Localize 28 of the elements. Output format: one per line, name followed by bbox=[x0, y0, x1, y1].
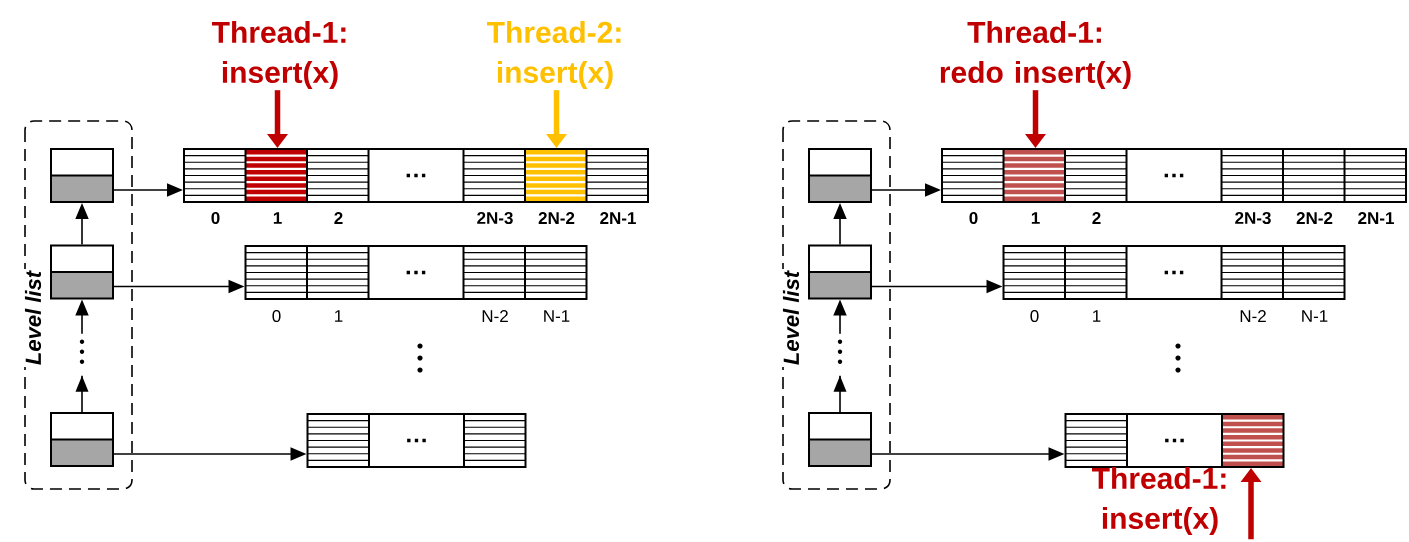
level-entry-box bbox=[808, 412, 872, 467]
index-label: 2N-3 bbox=[1235, 211, 1271, 225]
level-entry-box bbox=[50, 148, 114, 203]
index-label: 2N-1 bbox=[1358, 212, 1394, 224]
index-label: 2N-2 bbox=[1296, 212, 1333, 224]
slot-array: … bbox=[1064, 413, 1285, 468]
index-label: 2 bbox=[334, 212, 343, 224]
index-label: 0 bbox=[969, 212, 978, 225]
slot-array: … bbox=[1002, 245, 1346, 300]
level-entry-box bbox=[808, 244, 872, 300]
index-label: 2 bbox=[1092, 212, 1101, 224]
thread-label: Thread-1: insert(x) bbox=[1092, 467, 1226, 535]
index-label: 1 bbox=[273, 212, 282, 224]
thread-label: Thread-1: redo insert(x) bbox=[940, 21, 1131, 89]
thread-label: Thread-1: insert(x) bbox=[212, 21, 346, 89]
level-entry-box bbox=[50, 244, 114, 300]
thread-label: Thread-2: insert(x) bbox=[487, 21, 621, 89]
slot-array: … bbox=[941, 148, 1407, 203]
index-label: 2N-3 bbox=[477, 211, 513, 225]
slot-array: … bbox=[244, 245, 588, 300]
index-label: 0 bbox=[211, 212, 220, 225]
level-entry-box bbox=[808, 148, 872, 203]
index-label: 2N-1 bbox=[600, 212, 636, 224]
slot-array: … bbox=[183, 148, 649, 203]
index-label: 1 bbox=[1031, 212, 1040, 224]
index-label: 2N-2 bbox=[538, 212, 575, 224]
slot-array: … bbox=[306, 413, 527, 468]
level-entry-box bbox=[50, 412, 114, 467]
